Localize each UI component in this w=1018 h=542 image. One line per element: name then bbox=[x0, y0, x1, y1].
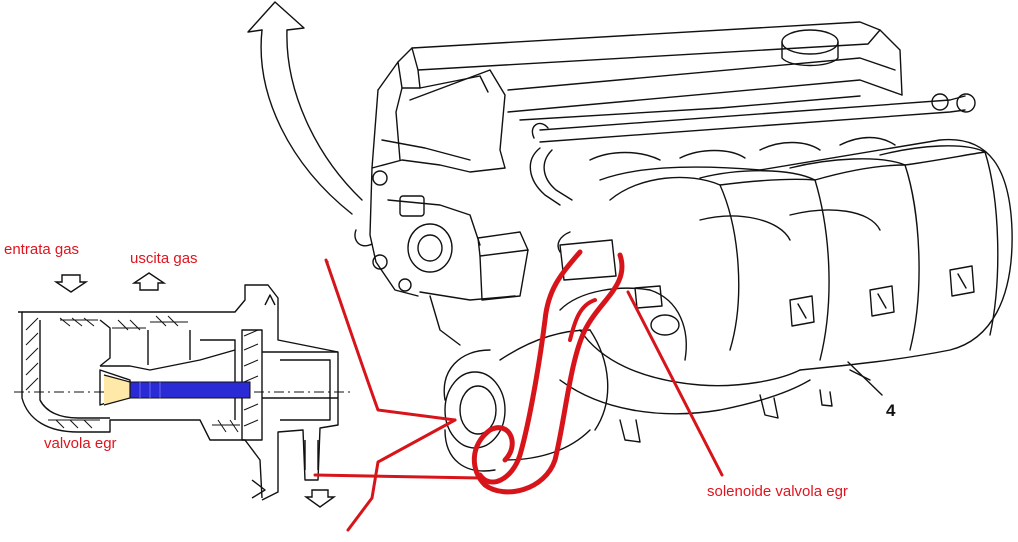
part-number-label: 4 bbox=[886, 401, 896, 420]
exhaust-arrow-icon bbox=[303, 489, 337, 508]
fuel-rail bbox=[529, 93, 976, 206]
egr-housing bbox=[443, 231, 687, 472]
engine-block bbox=[354, 21, 903, 346]
vacuum-hoses bbox=[313, 249, 724, 532]
intake-manifold bbox=[559, 138, 1013, 443]
gas-in-arrow-icon bbox=[53, 274, 89, 293]
egr-valve-label: valvola egr bbox=[44, 435, 117, 452]
solenoid-label: solenoide valvola egr bbox=[707, 483, 848, 500]
gas-in-label: entrata gas bbox=[4, 241, 80, 258]
egr-rod bbox=[103, 374, 251, 406]
flow-arrow-icon bbox=[247, 1, 363, 215]
gas-flow-icons bbox=[53, 272, 337, 508]
gas-out-arrow-icon bbox=[131, 272, 167, 291]
gas-out-label: uscita gas bbox=[130, 250, 198, 267]
oil-cap bbox=[781, 29, 839, 67]
